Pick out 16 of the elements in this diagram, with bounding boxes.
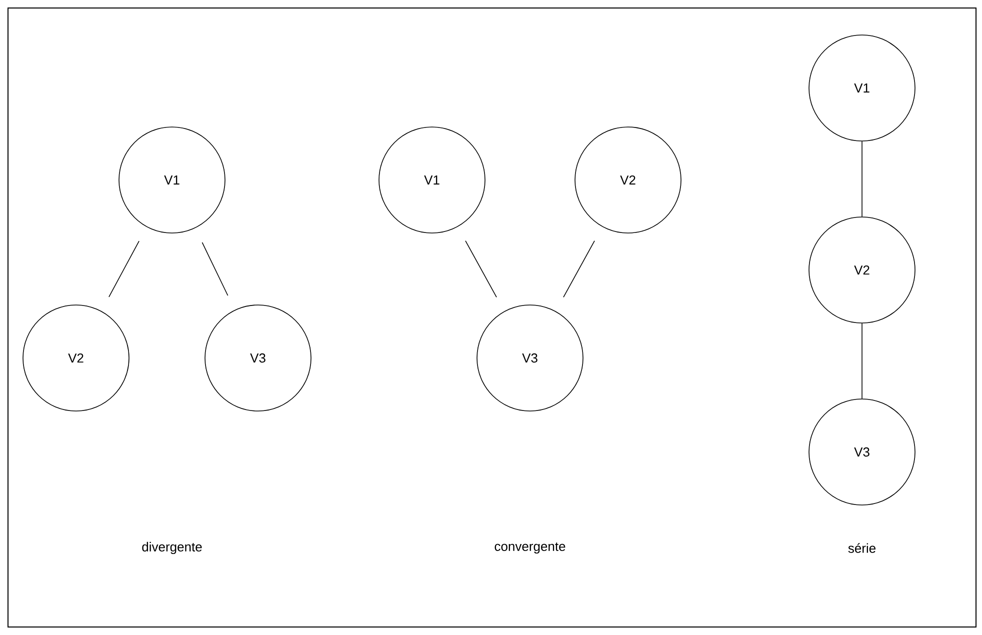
circle-node: V1 xyxy=(808,34,916,142)
circle-node: V1 xyxy=(378,126,486,234)
circle-node: V3 xyxy=(476,304,584,412)
circle-node: V2 xyxy=(808,216,916,324)
pattern-label: divergente xyxy=(142,542,202,554)
connector-line xyxy=(563,240,595,298)
connector-line xyxy=(465,240,497,298)
circle-node: V1 xyxy=(118,126,226,234)
circle-node: V3 xyxy=(808,398,916,506)
circle-node: V3 xyxy=(204,304,312,412)
circle-node: V2 xyxy=(574,126,682,234)
pattern-label: convergente xyxy=(494,542,566,554)
circle-node: V2 xyxy=(22,304,130,412)
pattern-label: série xyxy=(848,543,876,553)
connector-line xyxy=(108,240,140,298)
connector-line xyxy=(202,242,228,296)
